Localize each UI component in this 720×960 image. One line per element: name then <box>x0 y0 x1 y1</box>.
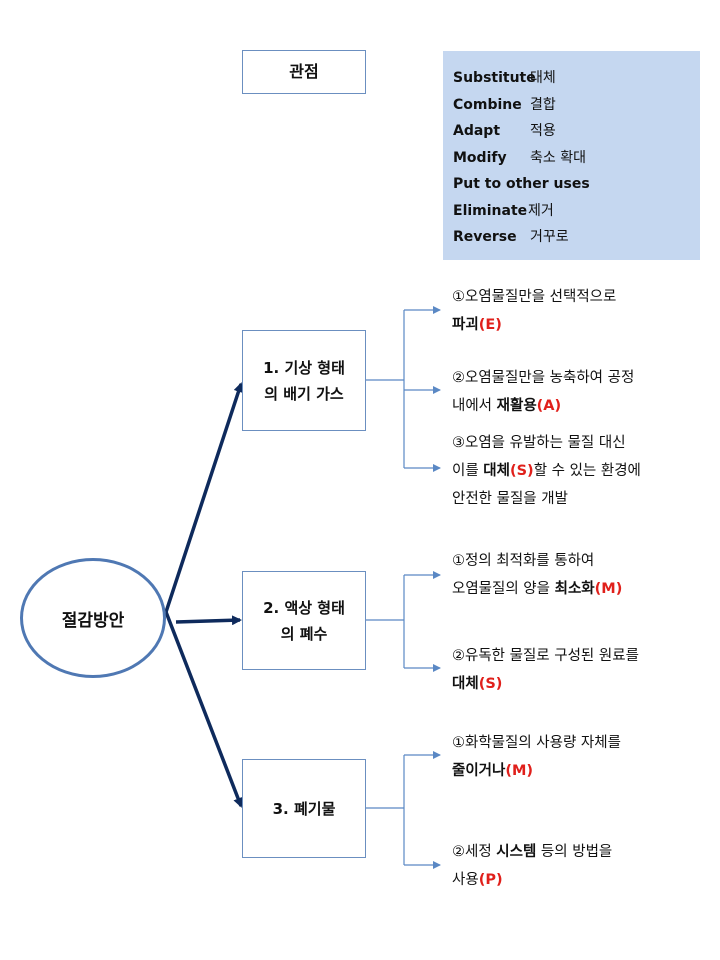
arrow-root-to-cat2 <box>175 615 242 626</box>
root-label: 절감방안 <box>61 610 125 631</box>
category-node-gas: 1. 기상 형태 의 배기 가스 <box>242 330 366 431</box>
legend-row: Put to other uses <box>453 176 590 192</box>
category-label: 2. 액상 형태 <box>263 598 345 617</box>
perspective-title-box: 관점 <box>242 50 366 94</box>
method-item: ①정의 최적화를 통하여 오염물질의 양을 최소화(M) <box>452 553 623 597</box>
method-item: ②세정 시스템 등의 방법을 사용(P) <box>452 844 613 888</box>
arrow-root-to-cat3 <box>164 611 243 808</box>
category-node-wastewater: 2. 액상 형태 의 폐수 <box>242 571 366 670</box>
category-node-waste: 3. 폐기물 <box>242 759 366 858</box>
method-item: ③오염을 유발하는 물질 대신 이를 대체(S)할 수 있는 환경에 안전한 물… <box>452 435 641 507</box>
method-item: ①오염물질만을 선택적으로 파괴(E) <box>452 289 617 333</box>
category-label: 의 폐수 <box>280 624 328 643</box>
legend-row: Eliminate제거 <box>453 202 554 219</box>
category-label: 의 배기 가스 <box>264 384 344 403</box>
root-node: 절감방안 <box>20 558 166 678</box>
method-item: ①화학물질의 사용량 자체를 줄이거나(M) <box>452 735 621 779</box>
arrow-root-to-cat1 <box>164 382 244 613</box>
perspective-title: 관점 <box>289 62 319 81</box>
category-label: 1. 기상 형태 <box>263 358 345 377</box>
method-item: ②오염물질만을 농축하여 공정 내에서 재활용(A) <box>452 370 635 414</box>
method-item: ②유독한 물질로 구성된 원료를 대체(S) <box>452 648 639 692</box>
legend-row: Substitute대체 <box>453 70 556 86</box>
category-label: 3. 폐기물 <box>272 799 336 818</box>
